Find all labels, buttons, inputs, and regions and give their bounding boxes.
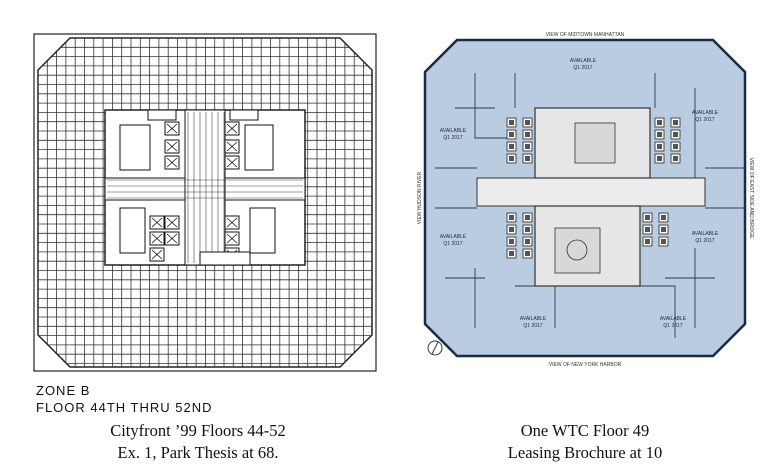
elevator-fill [525,215,530,220]
elevator-fill [645,227,650,232]
elevator-cross [226,141,238,152]
stair-circle [566,239,588,261]
elevator-cross [151,217,163,228]
available-date-east-lower: Q1 2017 [695,238,714,244]
core-room [554,227,601,274]
north-arrow-icon [427,340,443,356]
elevator-fill [525,132,530,137]
elevator-cross [166,217,178,228]
grid-lines [38,38,372,367]
core-room [119,124,151,171]
elevator-fill [673,144,678,149]
view-right-label: VIEW OF EAST SIDE AND BRIDGE [748,158,754,239]
elevator-fill [525,239,530,244]
available-label-west-upper: AVAILABLE [440,128,467,134]
elevator-fill [657,132,662,137]
elevator-fill [509,132,514,137]
elevator-fill [509,227,514,232]
elevator-fill [657,120,662,125]
elevator-fill [525,251,530,256]
core-corridor [184,109,226,266]
view-bottom-label: VIEW OF NEW YORK HARBOR [549,362,622,368]
available-label-north: AVAILABLE [570,58,597,64]
available-label-east-upper: AVAILABLE [692,110,719,116]
elevator-fill [509,144,514,149]
core-room [249,207,276,254]
elevator-fill [645,239,650,244]
elevator-fill [661,227,666,232]
elevator-fill [657,144,662,149]
elevator-cross [166,233,178,244]
left-floor-plan [33,33,377,372]
view-left-label: VIEW HUDSON RIVER [417,171,423,224]
elevator-fill [525,227,530,232]
elevator-cross [226,233,238,244]
core-room [119,207,146,254]
left-caption-line1: Cityfront ’99 Floors 44-52 [110,421,286,440]
elevator-cross [166,157,178,168]
elevator-fill [645,215,650,220]
right-floor-plan: VIEW OF MIDTOWN MANHATTAN VIEW OF NEW YO… [417,32,754,368]
elevator-fill [661,239,666,244]
horizontal-corridor [476,177,706,207]
left-caption-line2: Ex. 1, Park Thesis at 68. [117,443,279,462]
elevator-fill [661,215,666,220]
elevator-cross [226,157,238,168]
available-date-south-east: Q1 2017 [663,323,682,329]
core-room [574,122,616,164]
available-date-west-upper: Q1 2017 [443,135,462,141]
right-caption-line2: Leasing Brochure at 10 [507,443,663,462]
available-date-west-lower: Q1 2017 [443,241,462,247]
core-room [147,109,177,121]
elevator-cross [226,123,238,134]
elevator-cross [151,233,163,244]
available-date-south-west: Q1 2017 [523,323,542,329]
available-label-south-east: AVAILABLE [660,316,687,322]
elevator-cross [166,123,178,134]
elevator-fill [509,156,514,161]
partition-wall [640,285,676,338]
available-label-south-west: AVAILABLE [520,316,547,322]
elevator-fill [525,144,530,149]
floor-range-label: FLOOR 44TH THRU 52ND [36,400,213,415]
available-label-east-lower: AVAILABLE [692,231,719,237]
right-caption-line1: One WTC Floor 49 [520,421,650,440]
elevator-banks [506,117,681,274]
elevator-fill [657,156,662,161]
available-date-north: Q1 2017 [573,65,592,71]
core-elements [104,109,306,266]
elevator-fill [509,239,514,244]
elevator-fill [509,251,514,256]
core-room [199,251,251,266]
elevator-cross [166,141,178,152]
elevator-fill [525,120,530,125]
elevator-fill [673,132,678,137]
elevator-cross [151,249,163,260]
zone-label: ZONE B [36,383,91,398]
view-top-label: VIEW OF MIDTOWN MANHATTAN [546,32,625,38]
elevator-fill [673,120,678,125]
core-room [244,124,274,171]
elevator-fill [509,215,514,220]
elevator-fill [525,156,530,161]
partition-wall [474,73,515,139]
available-label-west-lower: AVAILABLE [440,234,467,240]
available-date-east-upper: Q1 2017 [695,117,714,123]
core-room [229,109,259,121]
elevator-cross [226,217,238,228]
elevator-fill [509,120,514,125]
elevator-fill [673,156,678,161]
